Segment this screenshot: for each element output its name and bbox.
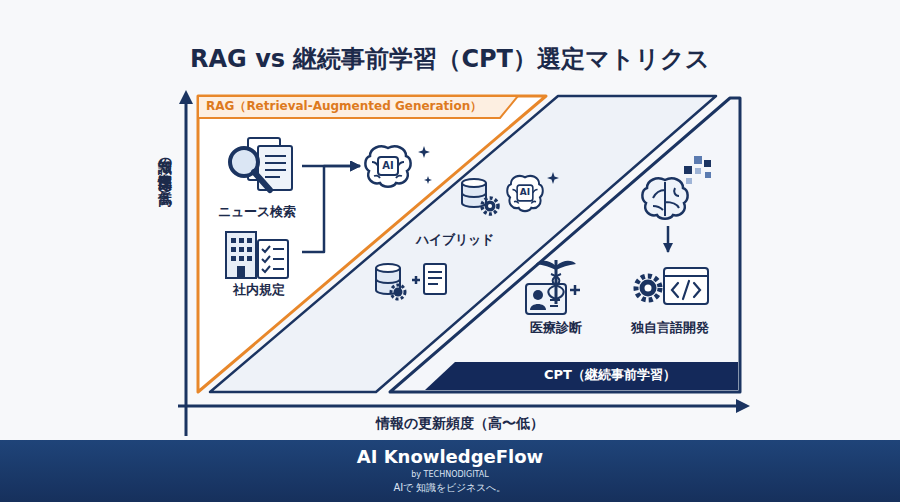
checklist-lines bbox=[273, 249, 284, 269]
brain-pixel-icon bbox=[642, 156, 711, 219]
gear-teeth bbox=[482, 198, 498, 214]
document bbox=[424, 264, 446, 294]
database-ring bbox=[462, 193, 486, 197]
band-label: ハイブリッド bbox=[410, 232, 500, 248]
policy-icon bbox=[226, 232, 288, 278]
pixel bbox=[705, 172, 711, 178]
y-axis bbox=[185, 102, 188, 436]
id-person-head bbox=[533, 290, 543, 300]
y-axis-head bbox=[179, 90, 193, 104]
sparkle bbox=[547, 172, 559, 184]
caduceus-snakes bbox=[548, 274, 563, 299]
pixel bbox=[684, 166, 692, 174]
node-shape bbox=[388, 94, 744, 394]
building bbox=[226, 232, 256, 278]
region-header-band bbox=[198, 96, 518, 118]
pixel bbox=[686, 178, 692, 184]
connector bbox=[302, 166, 360, 252]
use-case-label: ニュース検索 bbox=[212, 204, 302, 220]
database-gear-icon bbox=[462, 179, 498, 214]
plus-sign bbox=[412, 276, 420, 284]
sparkle bbox=[418, 146, 432, 184]
brain-folds bbox=[653, 182, 679, 216]
gear-hole bbox=[488, 204, 492, 208]
code-window bbox=[664, 268, 708, 304]
id-person-body bbox=[530, 304, 546, 310]
database-document-icon bbox=[376, 264, 446, 299]
document-lines bbox=[428, 272, 442, 284]
database-top bbox=[462, 179, 486, 187]
brain-outline bbox=[642, 178, 687, 218]
building-windows bbox=[231, 238, 252, 278]
axis-label: 情報の更新頻度（高〜低） bbox=[340, 415, 580, 433]
checklist bbox=[258, 240, 288, 278]
gear-teeth bbox=[636, 276, 660, 300]
checkmarks bbox=[262, 246, 270, 272]
diagram-title: RAG vs 継続事前学習（CPT）選定マトリクス bbox=[0, 44, 900, 74]
ai-text: AI bbox=[503, 187, 547, 198]
region-label-bar bbox=[425, 362, 738, 390]
gear-code-icon bbox=[636, 268, 708, 304]
ai-text: AI bbox=[360, 160, 416, 173]
pixel bbox=[694, 156, 702, 164]
cpt-region: CPT（継続事前学習） 医療診断 独自言語開発 bbox=[388, 94, 744, 394]
region-heading: CPT（継続事前学習） bbox=[482, 367, 738, 383]
brand-name: AI KnowledgeFlow bbox=[0, 446, 900, 469]
news-icon bbox=[230, 138, 292, 190]
code-symbol bbox=[672, 281, 700, 299]
axis-label: 知識の専門性・深さ（低〜高） bbox=[156, 148, 174, 180]
gear-teeth bbox=[391, 285, 405, 299]
brand-company: by TECHNODIGITAL bbox=[0, 470, 900, 480]
caduceus-wings bbox=[536, 261, 576, 270]
x-axis bbox=[178, 405, 738, 408]
pixel bbox=[704, 160, 711, 167]
gear-body bbox=[485, 201, 496, 212]
pixel bbox=[695, 168, 701, 174]
use-case-label: 社内規定 bbox=[215, 282, 302, 298]
brand-tagline: AIで 知識をビジネスへ。 bbox=[0, 482, 900, 495]
gear-body bbox=[640, 280, 657, 297]
use-case-label: 独自言語開発 bbox=[620, 320, 720, 336]
region-heading: RAG（Retrieval-Augmented Generation） bbox=[206, 99, 482, 114]
id-card bbox=[526, 284, 566, 314]
gear-hole bbox=[645, 285, 652, 292]
axes bbox=[178, 90, 750, 436]
gear-body bbox=[394, 288, 403, 297]
document-lines bbox=[265, 156, 286, 177]
ai-brain: AI bbox=[503, 172, 547, 214]
x-axis-head bbox=[736, 399, 750, 413]
plus-sign bbox=[570, 285, 580, 295]
magnifier-handle bbox=[254, 172, 270, 190]
database-ring bbox=[376, 279, 400, 283]
ai-brain: AI bbox=[360, 142, 416, 190]
footer-band: AI KnowledgeFlowby TECHNODIGITAL AIで 知識をビ… bbox=[0, 440, 900, 502]
medical-icon bbox=[526, 260, 580, 314]
window-bar bbox=[664, 275, 708, 277]
region-outline bbox=[390, 98, 740, 392]
database-top bbox=[376, 264, 400, 272]
leader-arrow bbox=[667, 226, 670, 252]
use-case-label: 医療診断 bbox=[513, 320, 599, 336]
